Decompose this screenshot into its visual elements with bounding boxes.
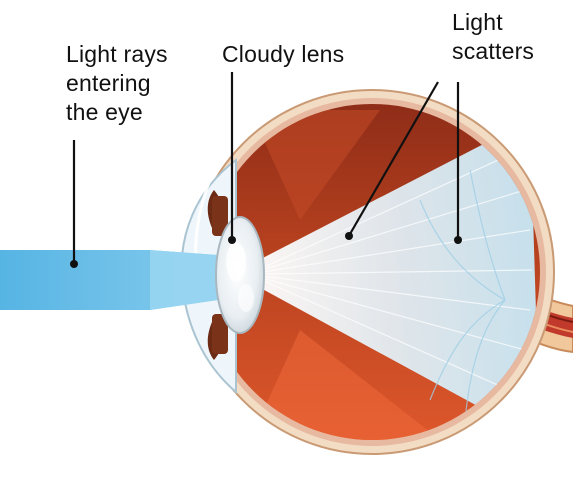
pointer-dot-cloudy-lens [228,236,236,244]
label-line: the eye [66,98,168,127]
label-cloudy-lens: Cloudy lens [222,40,344,69]
pointer-dot-scatter-right [454,236,462,244]
label-line: Light rays [66,40,168,69]
label-line: scatters [452,37,534,66]
label-light-scatters: Light scatters [452,8,534,66]
label-line: entering [66,69,168,98]
label-line: Light [452,8,534,37]
pointer-dot-light-rays [70,260,78,268]
label-light-rays-entering: Light rays entering the eye [66,40,168,127]
pointer-dot-scatter-left [345,232,353,240]
label-line: Cloudy lens [222,40,344,69]
